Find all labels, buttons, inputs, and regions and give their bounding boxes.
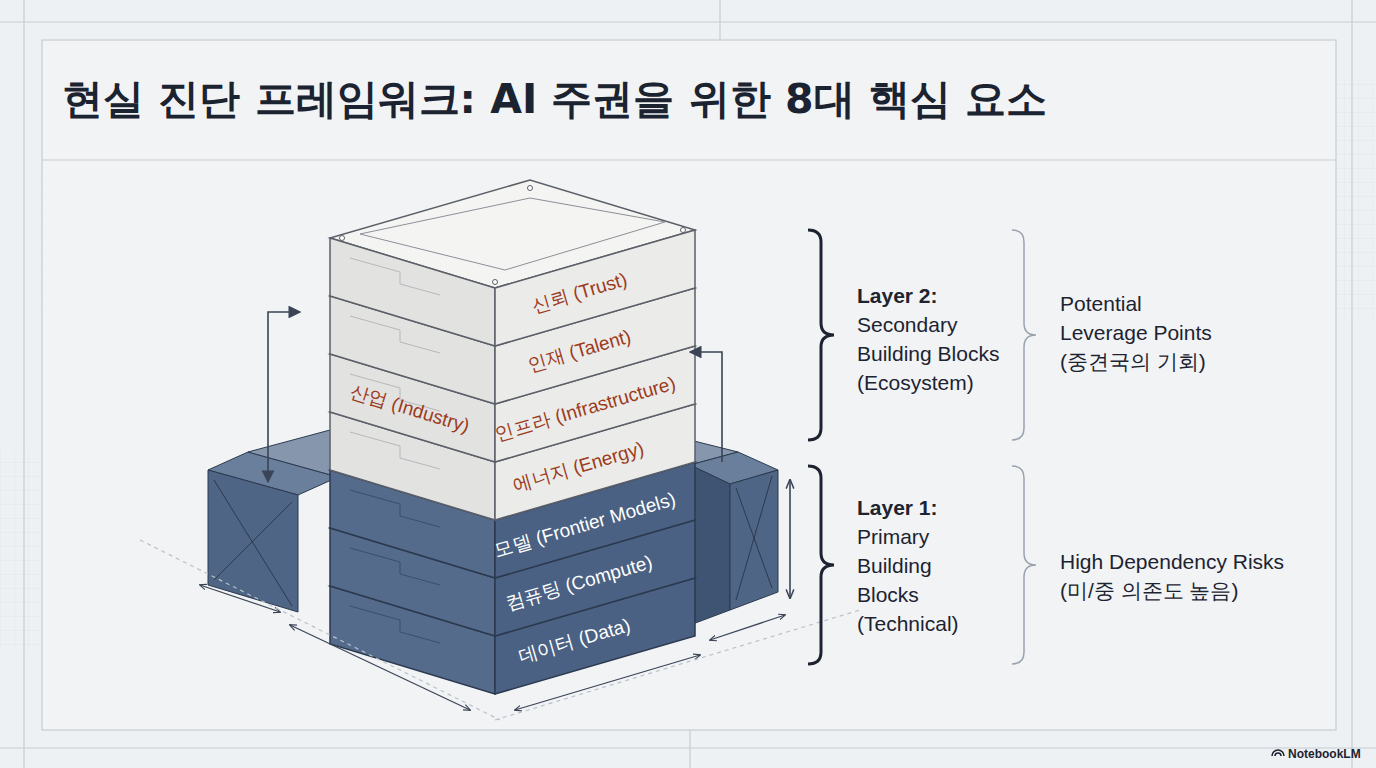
diagram-title: 현실 진단 프레임워크: AI 주권을 위한 8대 핵심 요소 — [62, 72, 1047, 127]
bracket-note: Primary Building Blocks (Technical) — [857, 522, 965, 638]
layer-heading: Layer 1: — [857, 493, 1057, 522]
dimension-lines — [140, 540, 860, 720]
watermark-icon — [1272, 750, 1284, 756]
watermark: NotebookLM — [1288, 747, 1376, 761]
bracket-note: Secondary Building Blocks (Ecosystem) — [857, 310, 1022, 397]
layer-slab — [330, 180, 695, 346]
layer-heading: Layer 2: — [857, 281, 1057, 310]
flow-arrows — [268, 312, 790, 598]
bracket-note: Potential Leverage Points (중견국의 기회) — [1060, 289, 1230, 376]
bracket-note: High Dependency Risks (미/중 의존도 높음) — [1060, 547, 1310, 605]
